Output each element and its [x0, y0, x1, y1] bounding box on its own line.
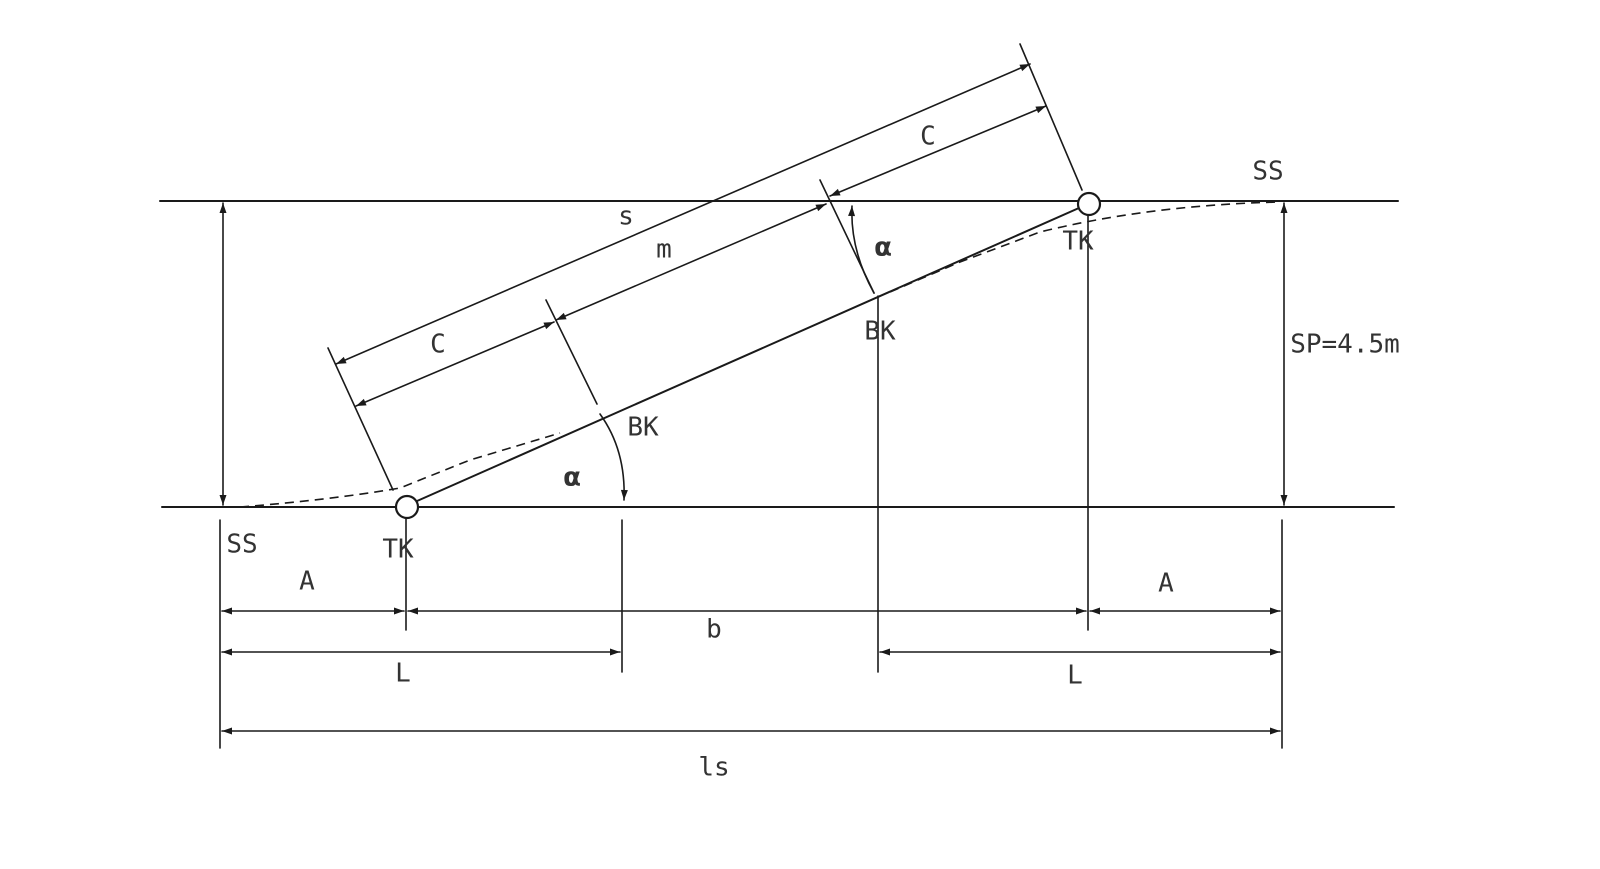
label-a-right: A — [1158, 569, 1174, 599]
upper-dashed-curve — [889, 201, 1281, 293]
label-l-right: L — [1067, 661, 1083, 691]
label-tk-right: TK — [1062, 227, 1094, 257]
label-ss-right: SS — [1252, 157, 1283, 187]
label-tk-left: TK — [382, 535, 414, 565]
label-c-upper: C — [920, 122, 936, 152]
label-b: b — [706, 615, 722, 645]
dimension-line-s — [335, 63, 1031, 365]
dimension-line-c-upper — [829, 105, 1047, 197]
label-c-lower: C — [430, 330, 446, 360]
switch-point-tk-left — [394, 494, 420, 520]
extension-line-tk-right — [1019, 43, 1083, 191]
label-angle-upper: α — [874, 233, 892, 263]
label-bk-upper: BK — [864, 317, 896, 347]
crossover-diagonal-line — [407, 203, 1089, 506]
dimension-line-c-lower — [355, 321, 555, 407]
label-ss-left: SS — [226, 530, 257, 560]
label-ls: ls — [698, 753, 729, 783]
dimension-line-m — [555, 203, 827, 321]
angle-arc-lower — [599, 413, 628, 501]
angle-arc-upper — [848, 205, 875, 294]
label-m: m — [656, 235, 672, 265]
label-track-spacing: SP=4.5m — [1290, 330, 1400, 360]
label-a-left: A — [299, 567, 315, 597]
extension-line-tk-left — [327, 347, 394, 491]
label-bk-lower: BK — [627, 413, 659, 443]
lower-dashed-curve — [239, 432, 561, 508]
label-angle-lower: α — [563, 463, 581, 493]
label-l-left: L — [395, 659, 411, 689]
extension-line-bk-lower — [545, 299, 598, 405]
switch-point-tk-right — [1076, 191, 1102, 217]
label-s: s — [618, 202, 634, 232]
